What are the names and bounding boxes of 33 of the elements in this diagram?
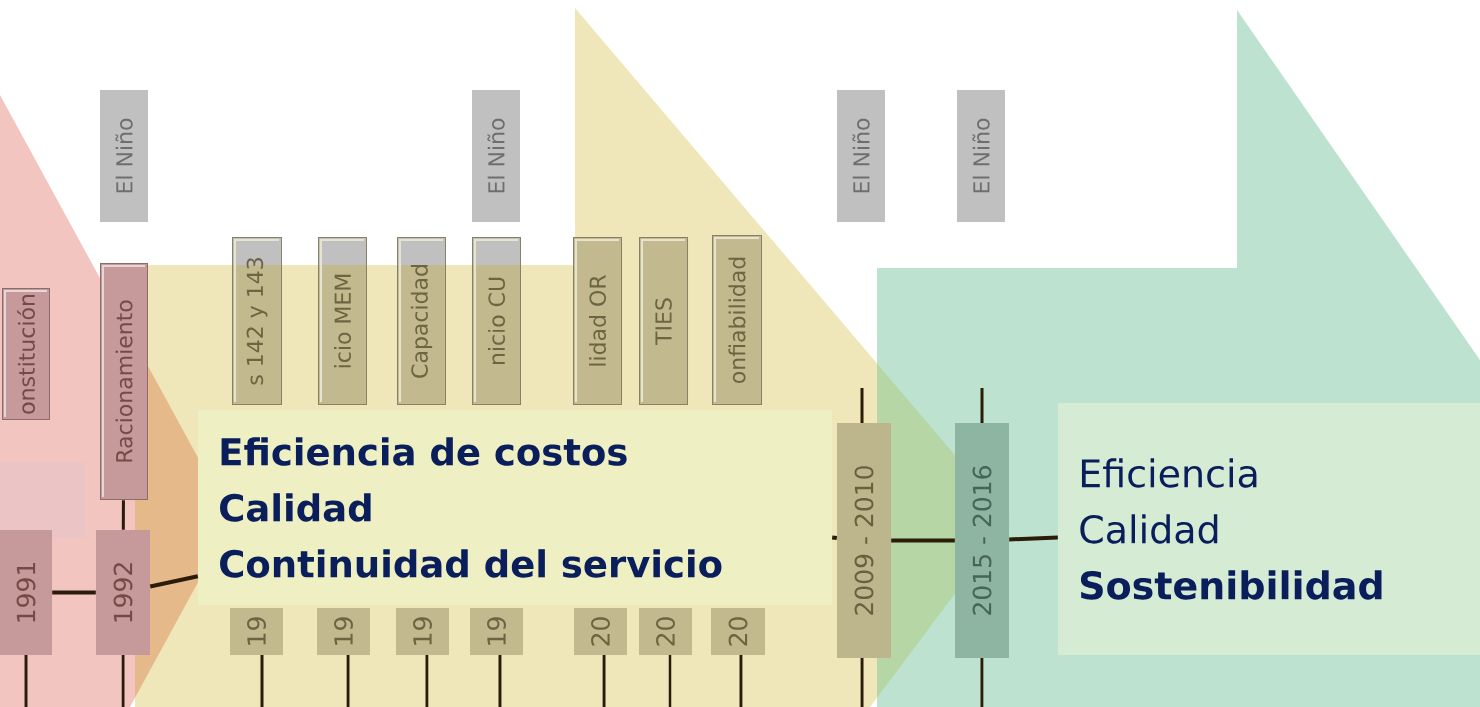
label-box: El Niño bbox=[472, 90, 520, 222]
label-box: 19 bbox=[396, 608, 449, 655]
label-box: s 142 y 143 bbox=[232, 237, 282, 405]
label-box: 2015 - 2016 bbox=[955, 423, 1009, 658]
label-box: 19 bbox=[230, 608, 283, 655]
label-box: Racionamiento bbox=[100, 263, 148, 500]
timeline-line bbox=[121, 500, 125, 530]
label-box: 19 bbox=[470, 608, 523, 655]
label-box: 20 bbox=[574, 608, 627, 655]
label-box: onstitución bbox=[2, 288, 50, 420]
label-box: 1992 bbox=[96, 530, 150, 655]
label-box: icio MEM bbox=[318, 237, 367, 405]
label-box: 1991 bbox=[0, 530, 52, 655]
text-panel: Eficiencia de costos Calidad Continuidad del servicio bbox=[198, 410, 832, 605]
label-box: Capacidad bbox=[397, 237, 446, 405]
timeline-line bbox=[52, 590, 96, 595]
empty-box bbox=[0, 462, 85, 538]
label-box: onfiabilidad bbox=[712, 235, 762, 405]
label-box: El Niño bbox=[837, 90, 885, 222]
timeline-line bbox=[832, 535, 838, 540]
label-box: 20 bbox=[639, 608, 692, 655]
text-panel: Eficiencia Calidad Sostenibilidad bbox=[1058, 403, 1480, 655]
label-box: TIES bbox=[639, 237, 688, 405]
label-box: 2009 - 2010 bbox=[837, 423, 891, 658]
timeline-line bbox=[149, 574, 199, 589]
label-box: lidad OR bbox=[573, 237, 622, 405]
label-box: 19 bbox=[317, 608, 370, 655]
label-box: nicio CU bbox=[472, 237, 521, 405]
timeline-line bbox=[1009, 535, 1058, 542]
label-box: 20 bbox=[711, 608, 765, 655]
label-box: El Niño bbox=[100, 90, 148, 222]
label-box: El Niño bbox=[957, 90, 1005, 222]
timeline-line bbox=[891, 538, 955, 543]
